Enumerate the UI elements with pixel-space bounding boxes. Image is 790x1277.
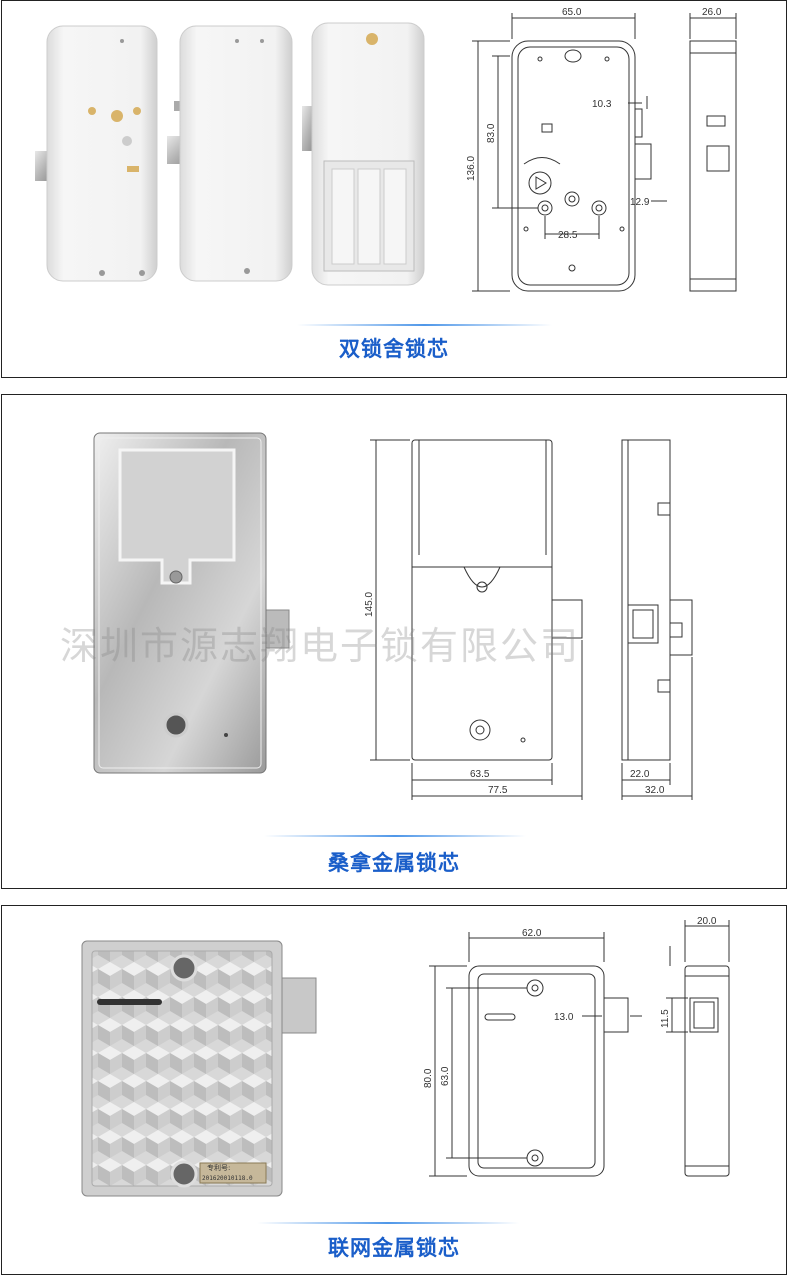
- dim-height: 145.0: [364, 592, 375, 617]
- dim-width: 62.0: [522, 928, 542, 939]
- tech-drawing-network-front: [429, 932, 642, 1177]
- dim-latch: 13.0: [554, 1012, 574, 1023]
- product-photo-back: [167, 25, 293, 282]
- panel2-graphics: 145.0 63.5 77.5 22.0 32.0: [93, 432, 693, 800]
- panel-caption: 联网金属锁芯: [328, 1236, 460, 1260]
- dim-offset: 12.9: [630, 197, 650, 208]
- panel-dual-lock-core: 65.0 136.0 83.0 28.5 10.3 12.9 26.0 双锁舍锁…: [1, 0, 787, 378]
- tech-drawing-front: [472, 13, 667, 292]
- company-watermark: 深圳市源志翔电子锁有限公司: [60, 624, 581, 668]
- tech-drawing-side: [689, 13, 737, 292]
- dim-upper: 83.0: [486, 123, 497, 143]
- panel-caption: 双锁舍锁芯: [339, 337, 449, 361]
- dim-latch: 10.3: [592, 99, 612, 110]
- product-photo-sauna-lock: [93, 432, 290, 774]
- panel3-graphics: 专利号: 201620010118.0 62.0 80.0 63.0 13.0: [81, 916, 730, 1197]
- dim-depth: 20.0: [697, 916, 717, 927]
- dim-outer-width: 77.5: [488, 785, 508, 796]
- panel1-graphics: 65.0 136.0 83.0 28.5 10.3 12.9 26.0: [35, 7, 737, 292]
- tech-drawing-sauna-front: [370, 439, 583, 800]
- caption-underline: [297, 324, 552, 326]
- dim-outer-depth: 32.0: [645, 785, 665, 796]
- panel-sauna-metal-lock-core: 145.0 63.5 77.5 22.0 32.0 桑拿金属锁芯: [1, 394, 787, 889]
- patent-number: 201620010118.0: [202, 1175, 253, 1182]
- product-photo-battery-open: [302, 22, 425, 286]
- dim-width: 65.0: [562, 7, 582, 18]
- dim-depth: 26.0: [702, 7, 722, 18]
- dim-inner-width: 63.5: [470, 769, 490, 780]
- panel-caption: 桑拿金属锁芯: [328, 851, 460, 875]
- product-photo-network-lock: [81, 940, 317, 1197]
- product-photo-front: [35, 25, 158, 282]
- dim-spacing: 63.0: [440, 1066, 451, 1086]
- tech-drawing-network-side: [666, 920, 730, 1177]
- dim-height: 80.0: [423, 1068, 434, 1088]
- dim-latch-height: 11.5: [660, 1009, 671, 1028]
- dim-height: 136.0: [466, 156, 477, 181]
- dim-inner-depth: 22.0: [630, 769, 650, 780]
- panel-network-metal-lock-core: 专利号: 201620010118.0 62.0 80.0 63.0 13.0: [1, 905, 787, 1275]
- tech-drawing-sauna-side: [621, 439, 693, 800]
- dim-spacing: 28.5: [558, 230, 578, 241]
- patent-label: 专利号:: [207, 1163, 230, 1172]
- caption-underline: [264, 835, 526, 837]
- caption-underline: [257, 1222, 519, 1224]
